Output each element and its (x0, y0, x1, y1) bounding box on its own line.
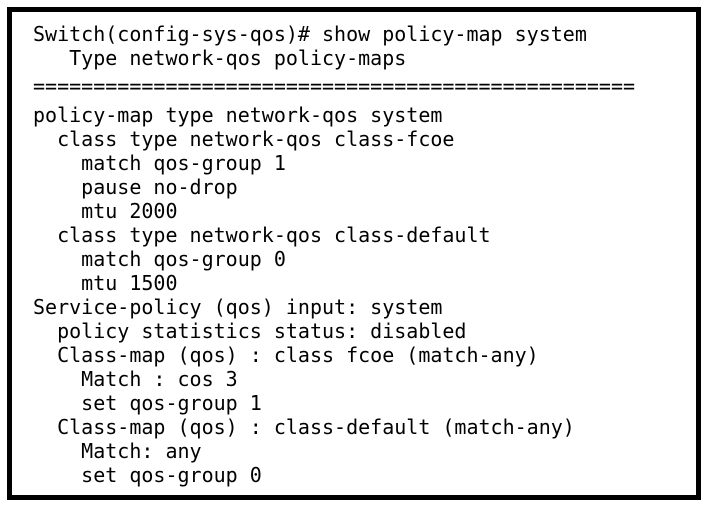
cli-line: Service-policy (qos) input: system (33, 295, 443, 319)
cli-line: class type network-qos class-fcoe (33, 127, 455, 151)
cli-line: policy statistics status: disabled (33, 319, 467, 343)
cli-line: policy-map type network-qos system (33, 103, 443, 127)
cli-line: match qos-group 0 (33, 247, 286, 271)
cli-separator-line: ========================================… (33, 74, 636, 98)
cli-line: Class-map (qos) : class-default (match-a… (33, 415, 575, 439)
cli-line: Match: any (33, 439, 202, 463)
cli-line: pause no-drop (33, 175, 238, 199)
cli-line: Class-map (qos) : class fcoe (match-any) (33, 343, 539, 367)
cli-line: class type network-qos class-default (33, 223, 491, 247)
cli-output: Switch(config-sys-qos)# show policy-map … (12, 12, 696, 487)
terminal-window: Switch(config-sys-qos)# show policy-map … (7, 7, 701, 500)
cli-line: mtu 1500 (33, 271, 178, 295)
cli-line: Type network-qos policy-maps (33, 46, 407, 70)
cli-line: match qos-group 1 (33, 151, 286, 175)
cli-line: set qos-group 1 (33, 391, 262, 415)
cli-line: set qos-group 0 (33, 463, 262, 487)
cli-line: Switch(config-sys-qos)# show policy-map … (33, 22, 587, 46)
cli-line: mtu 2000 (33, 199, 178, 223)
cli-line: Match : cos 3 (33, 367, 238, 391)
